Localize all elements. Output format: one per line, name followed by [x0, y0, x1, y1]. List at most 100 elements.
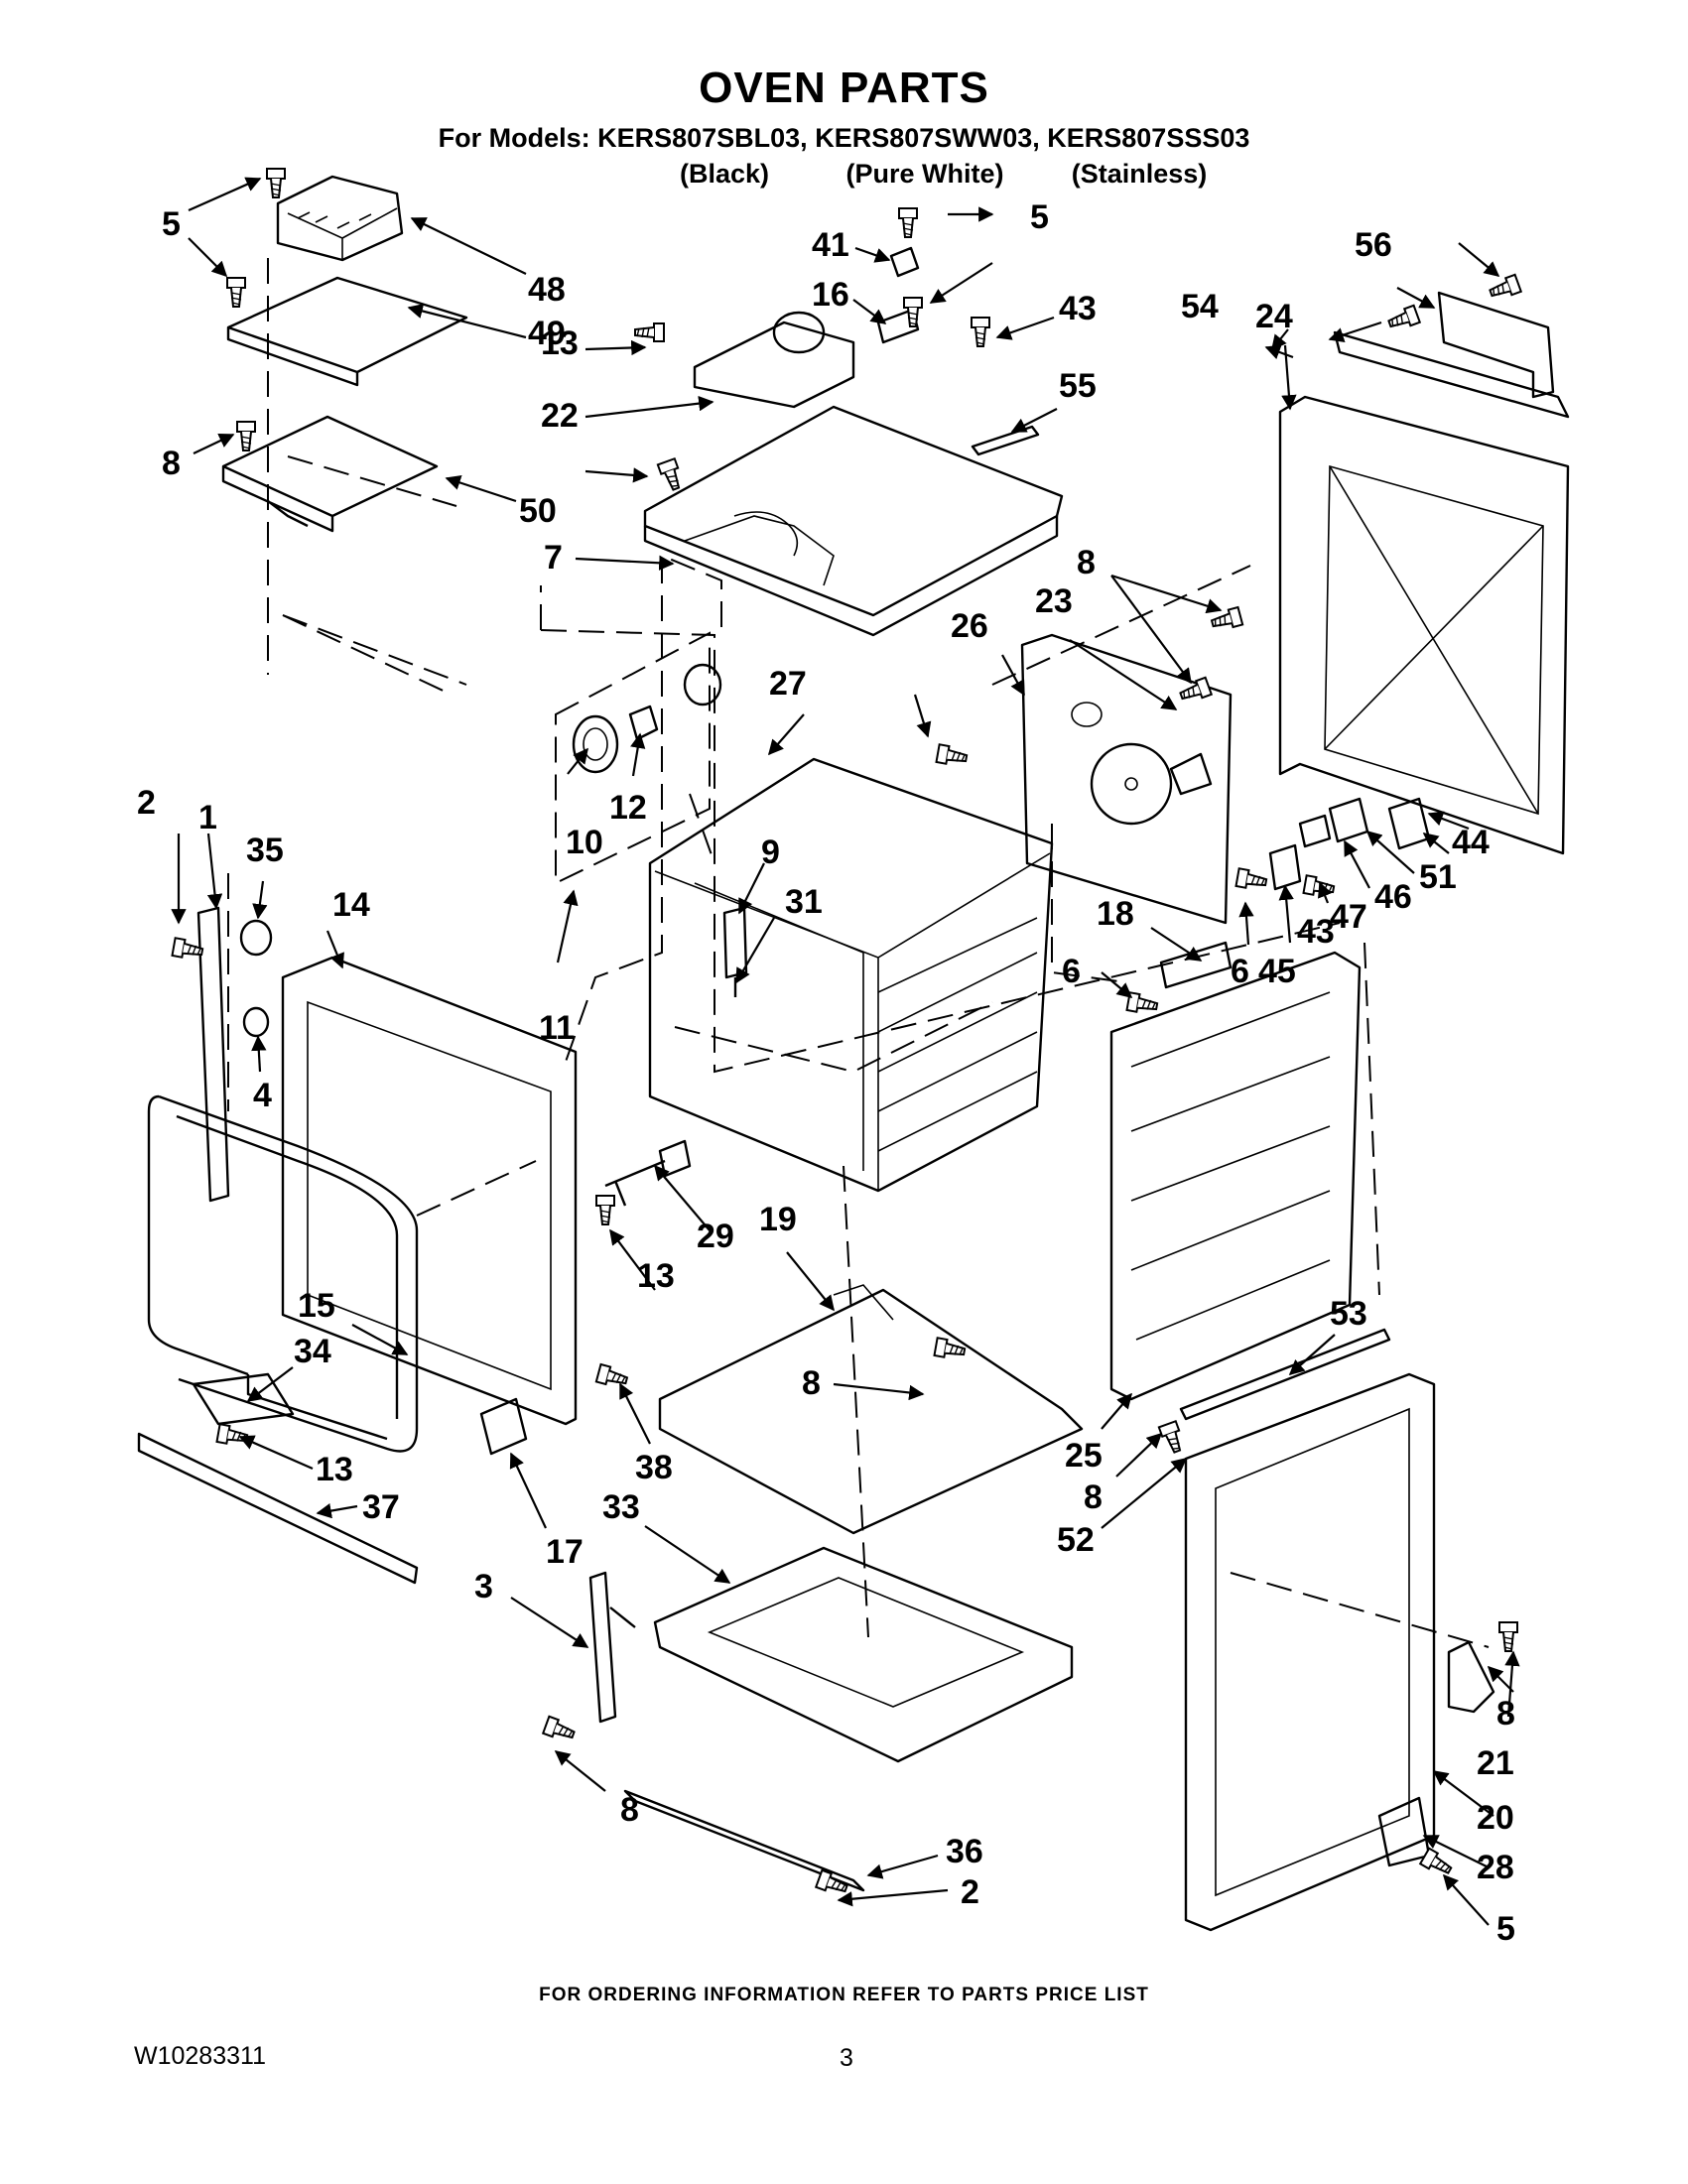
leader-lines [171, 177, 1520, 1926]
callout-28: 28 [1477, 1849, 1514, 1886]
variant-pure-white: (Pure White) [845, 159, 1004, 189]
callout-24: 24 [1255, 298, 1293, 335]
callout-4: 4 [253, 1077, 272, 1114]
insulation-strip [971, 425, 1040, 456]
door-lock-motor-bracket [693, 321, 855, 409]
storage-drawer-base [653, 1546, 1074, 1763]
terminal-block [1298, 814, 1332, 848]
callout-47: 47 [1330, 898, 1367, 936]
relay-bracket [1328, 797, 1369, 843]
callout-50: 50 [519, 492, 557, 530]
callout-13-center: 13 [637, 1257, 675, 1295]
door-grommet [239, 919, 273, 957]
callout-38: 38 [635, 1449, 673, 1486]
right-side-panel [1109, 951, 1362, 1401]
lock-switch [889, 246, 920, 278]
hinge-bracket [479, 1397, 528, 1456]
callout-52: 52 [1057, 1521, 1095, 1559]
model-list: For Models: KERS807SBL03, KERS807SWW03, … [438, 123, 1250, 153]
control-mounting-plate [226, 276, 468, 387]
callout-8-right: 8 [1077, 544, 1096, 581]
electronic-control-board [276, 175, 404, 262]
callout-14: 14 [332, 886, 370, 924]
callout-17: 17 [546, 1533, 584, 1571]
callout-25: 25 [1065, 1437, 1103, 1475]
side-bracket [1159, 941, 1233, 989]
oven-top-panel [643, 405, 1064, 637]
screws [171, 168, 1522, 1898]
page-number: 3 [840, 2044, 853, 2072]
callout-48: 48 [528, 271, 566, 309]
callout-11: 11 [539, 1009, 575, 1047]
door-insulation [192, 1372, 295, 1426]
callout-2-lower: 2 [961, 1873, 979, 1911]
callout-19: 19 [759, 1201, 797, 1238]
callout-6-right: 6 [1231, 953, 1249, 990]
variant-stainless: (Stainless) [1071, 159, 1208, 189]
callout-13: 13 [541, 324, 579, 362]
callout-53: 53 [1330, 1295, 1367, 1333]
insulator-plate [1268, 843, 1302, 891]
callout-12: 12 [609, 789, 647, 827]
bottom-trim-bar [137, 1432, 419, 1585]
rear-panel [1278, 395, 1570, 855]
callout-37: 37 [362, 1488, 400, 1526]
oven-temperature-sensor [604, 1139, 692, 1207]
callout-16: 16 [812, 276, 849, 314]
callout-35: 35 [246, 832, 284, 869]
callout-55: 55 [1059, 367, 1097, 405]
callout-51: 51 [1419, 858, 1457, 896]
callout-49: 49 [528, 315, 566, 352]
page-title: OVEN PARTS [699, 64, 989, 112]
bottom-rail [623, 1789, 865, 1892]
callout-10: 10 [566, 824, 603, 861]
control-heat-shield [221, 415, 439, 533]
callout-18: 18 [1097, 895, 1134, 933]
door-latch [1377, 1796, 1431, 1867]
callout-31: 31 [785, 883, 823, 921]
callout-8-hinge: 8 [1496, 1695, 1515, 1733]
oven-door-panel [1184, 1372, 1436, 1932]
callout-15: 15 [298, 1287, 335, 1325]
variant-black: (Black) [679, 159, 770, 189]
top-vent-trim [1333, 330, 1570, 419]
oven-bottom-panel [658, 1288, 1084, 1535]
callout-8: 8 [162, 445, 181, 482]
callout-29: 29 [697, 1218, 734, 1255]
control-knobs [572, 663, 722, 774]
callout-26: 26 [951, 607, 988, 645]
callout-2: 2 [137, 784, 156, 822]
callout-27: 27 [769, 665, 807, 703]
callout-34: 34 [294, 1333, 331, 1370]
callout-13-left: 13 [316, 1451, 353, 1488]
callout-8-side: 8 [1084, 1478, 1103, 1516]
callout-41: 41 [812, 226, 849, 264]
callout-20: 20 [1477, 1799, 1514, 1837]
callout-3: 3 [474, 1568, 493, 1606]
callout-43-right: 43 [1297, 913, 1335, 951]
oven-door-gasket [147, 1094, 419, 1453]
callout-54: 54 [1181, 288, 1219, 325]
callout-5: 5 [162, 205, 181, 243]
control-knob-group-outline [555, 631, 711, 885]
callout-33: 33 [602, 1488, 640, 1526]
ordering-note: FOR ORDERING INFORMATION REFER TO PARTS … [539, 1985, 1149, 2005]
callout-36: 36 [946, 1833, 983, 1870]
callout-5-bottom: 5 [1496, 1910, 1515, 1948]
bumper [242, 1006, 270, 1038]
door-lock-motor [772, 311, 826, 354]
callout-45: 45 [1258, 953, 1296, 990]
door-top-trim [1179, 1328, 1391, 1421]
callout-56: 56 [1355, 226, 1392, 264]
callout-44: 44 [1452, 824, 1490, 861]
document-number: W10283311 [134, 2042, 266, 2070]
side-trim-strip [196, 906, 230, 1203]
door-hinge-plate [1447, 1640, 1495, 1714]
lock-bracket [876, 308, 920, 344]
callout-6: 6 [1062, 953, 1081, 990]
callout-8-lower: 8 [620, 1791, 639, 1829]
callout-1: 1 [198, 799, 217, 836]
terminal-block-cover [1437, 291, 1555, 399]
